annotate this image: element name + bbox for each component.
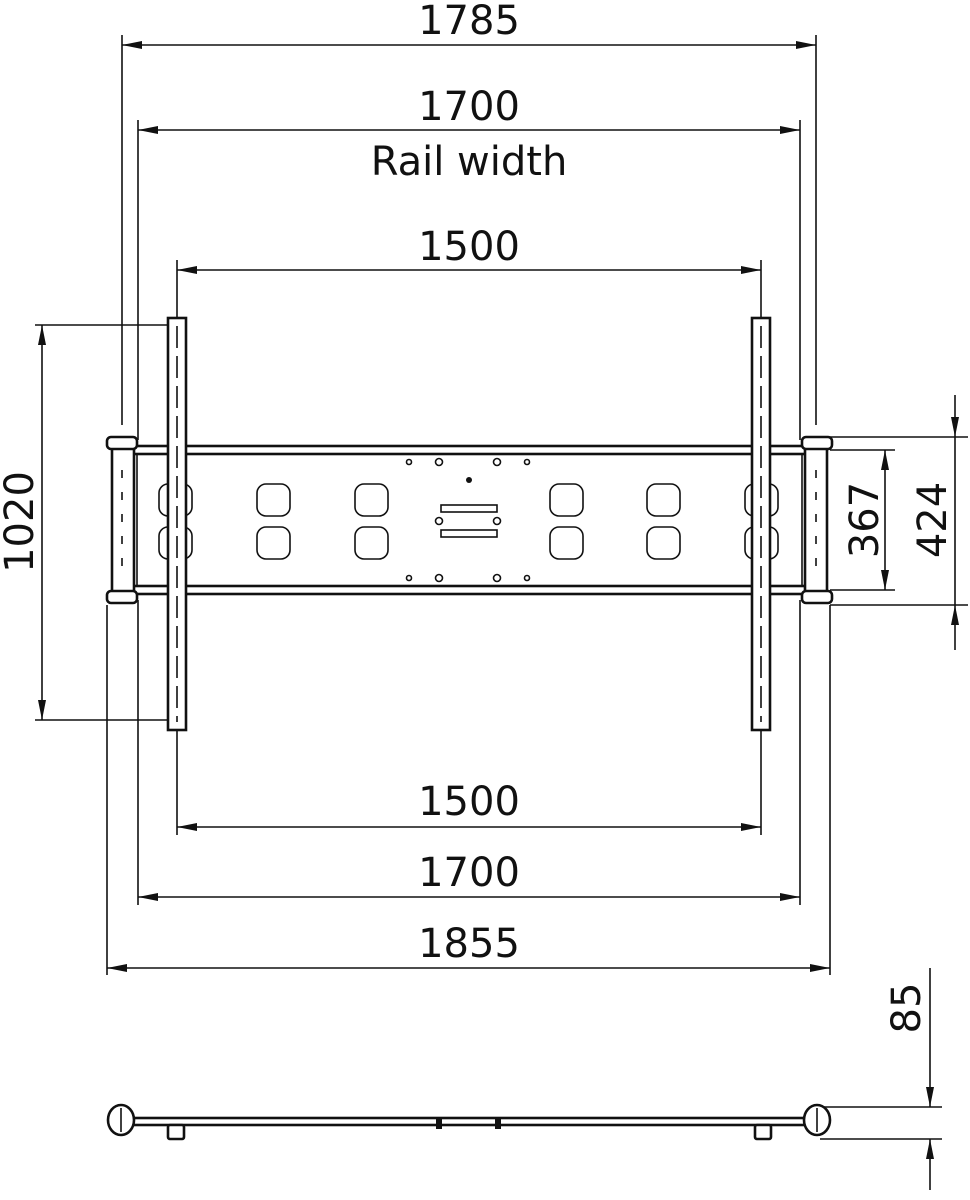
dimension-lines (38, 41, 959, 1190)
plate-cutout (256, 526, 291, 560)
plate-cutout (354, 483, 389, 517)
mounting-hole (434, 457, 444, 467)
mounting-hole (523, 458, 531, 466)
mounting-hole (492, 516, 502, 526)
plate-cutout (256, 483, 291, 517)
mounting-hole (523, 574, 531, 582)
dimension-labels: 1785 1700 Rail width 1500 1020 367 424 1… (0, 0, 956, 1033)
mounting-hole (492, 573, 502, 583)
mount-plate (136, 453, 803, 587)
left-end-cap (105, 435, 139, 605)
label-85: 85 (884, 983, 930, 1034)
mounting-hole (434, 516, 444, 526)
label-424: 424 (910, 482, 956, 558)
plate-cutout (646, 526, 681, 560)
label-367: 367 (842, 482, 888, 558)
left-vertical-arm (166, 316, 188, 732)
label-1785: 1785 (418, 0, 520, 44)
mounting-hole (405, 458, 413, 466)
plate-cutout (646, 483, 681, 517)
mounting-hole (434, 573, 444, 583)
top-rail (128, 444, 812, 456)
label-1500-top: 1500 (418, 224, 520, 270)
center-marker (466, 477, 472, 483)
label-1855: 1855 (418, 921, 520, 967)
plate-cutout (354, 526, 389, 560)
plate-holes (119, 457, 819, 583)
right-vertical-arm (750, 316, 772, 732)
mounting-hole (492, 457, 502, 467)
mounting-hole (405, 574, 413, 582)
plate-cutout (549, 526, 584, 560)
label-1500-bottom: 1500 (418, 779, 520, 825)
right-end-cap (800, 435, 834, 605)
center-slot (440, 529, 498, 538)
front-view (105, 316, 834, 732)
label-1020: 1020 (0, 471, 43, 573)
center-slot (440, 504, 498, 513)
label-1700-top: 1700 (418, 84, 520, 130)
plate-cutout (549, 483, 584, 517)
label-rail-width: Rail width (371, 139, 568, 185)
label-1700-bottom: 1700 (418, 850, 520, 896)
side-view (106, 1103, 832, 1141)
bottom-rail (128, 584, 812, 596)
